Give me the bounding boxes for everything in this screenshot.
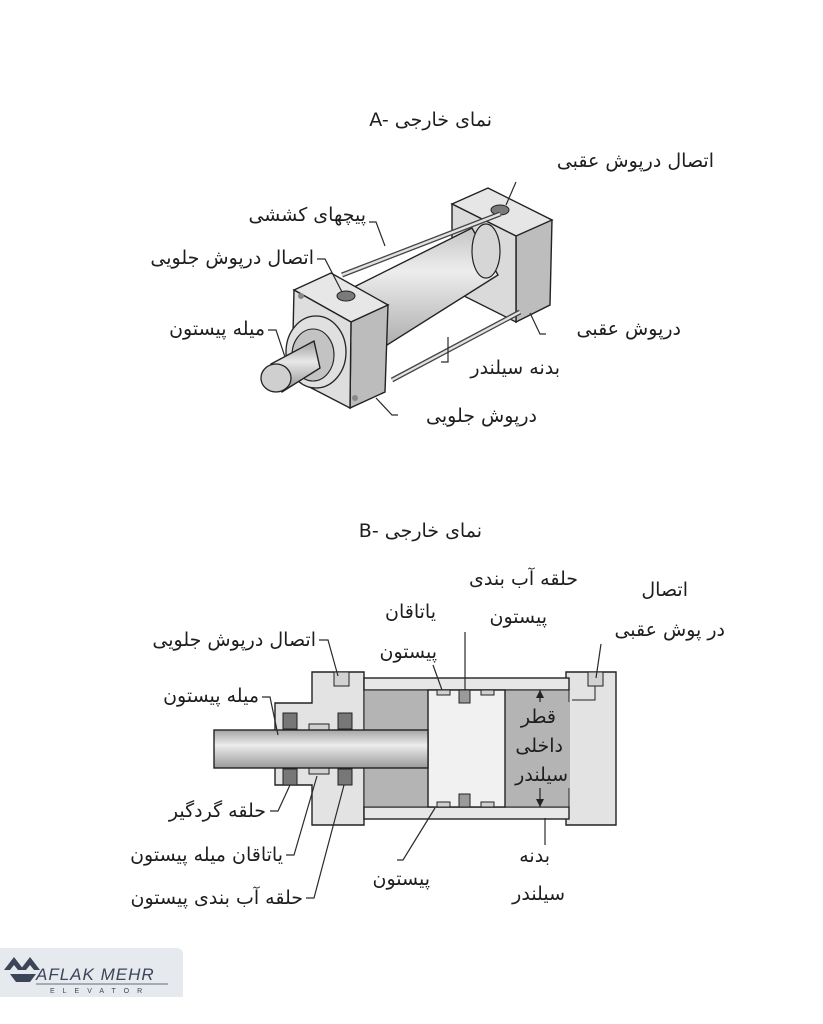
piston-seal-bottom xyxy=(458,793,471,808)
label-bore-2: داخلی xyxy=(515,735,563,757)
aflak-mehr-logo: AFLAK MEHR ELEVATOR xyxy=(0,948,183,997)
wiper-ring-bottom xyxy=(282,768,298,786)
bore-label-backdrop xyxy=(510,702,570,788)
cylinder-b-section xyxy=(213,671,617,826)
cylinder-a-illustration xyxy=(260,187,554,410)
rear-port-passage xyxy=(572,686,596,701)
barrel-end xyxy=(471,223,501,279)
diagram-a: A- نمای خارجی xyxy=(150,109,714,427)
tie-rod-top-inner xyxy=(341,212,501,277)
label-piston: پیستون xyxy=(373,868,430,890)
front-cap-port-hole xyxy=(336,290,356,302)
piston-section xyxy=(427,689,506,808)
logo-brand: AFLAK MEHR xyxy=(35,965,155,984)
tie-rod-bottom-inner xyxy=(391,310,521,382)
label-bore-3: سیلندر xyxy=(514,764,568,786)
rod-seal-top xyxy=(337,712,353,730)
front-cap-bolt xyxy=(352,395,358,401)
piston-rod-end xyxy=(260,363,292,393)
barrel-wall-top xyxy=(363,677,570,691)
label-rear-cap: درپوش عقبی xyxy=(577,318,682,340)
label-bore-1: قطر xyxy=(520,706,556,728)
label-piston-seal-2: پیستون xyxy=(490,606,547,628)
label-tie-rods: پیچهای کششی xyxy=(248,204,366,226)
label-rod-bearing: یاتاقان میله پیستون xyxy=(130,844,283,866)
rear-head-section xyxy=(565,671,617,826)
piston-bearing-top-1 xyxy=(436,689,451,696)
piston-seal-top xyxy=(458,689,471,704)
barrel-wall-bottom xyxy=(363,806,570,820)
label-front-cap-port: اتصال درپوش جلویی xyxy=(150,247,314,269)
diagram-b: B- نمای خارجی xyxy=(130,520,725,909)
label-cylinder-body-a: بدنه سیلندر xyxy=(469,357,560,379)
front-cap-side xyxy=(349,303,389,410)
label-piston-rod-b: میله پیستون xyxy=(163,685,259,707)
diagram-b-leaders xyxy=(262,632,602,899)
label-front-cap-port-b: اتصال درپوش جلویی xyxy=(152,629,316,651)
piston-bearing-bottom-2 xyxy=(480,801,495,808)
logo-sub: ELEVATOR xyxy=(50,988,150,995)
label-piston-bearing-1: یاتاقان xyxy=(385,601,436,623)
rod-bearing-top xyxy=(308,723,330,731)
label-rear-cap-port: اتصال درپوش عقبی xyxy=(557,150,714,172)
diagram-a-title: A- نمای خارجی xyxy=(369,109,492,131)
piston-bearing-bottom-1 xyxy=(436,801,451,808)
label-piston-seal-1: حلقه آب بندی xyxy=(469,566,578,590)
logo-backdrop xyxy=(0,948,183,997)
label-rod-seal: حلقه آب بندی پیستون xyxy=(131,885,303,909)
label-front-cap: درپوش جلویی xyxy=(426,405,537,427)
diagram-b-title: B- نمای خارجی xyxy=(359,520,482,542)
rod-bearing-bottom xyxy=(308,767,330,775)
label-rear-port-1: اتصال xyxy=(641,579,688,601)
logo-mark-icon xyxy=(4,957,40,982)
front-cap-bolt xyxy=(298,293,304,299)
bore-arrow-head-bottom xyxy=(536,799,544,807)
rear-port xyxy=(587,671,604,687)
piston-rod-b xyxy=(213,729,429,769)
rod-seal-bottom xyxy=(337,768,353,786)
rear-cap-port-hole xyxy=(490,204,510,216)
label-wiper-ring: حلقه گردگیر xyxy=(168,799,266,822)
label-body-1: بدنه xyxy=(519,845,550,867)
bore-arrow-head-top xyxy=(536,690,544,698)
label-piston-rod-a: میله پیستون xyxy=(169,318,265,340)
diagram-a-leaders xyxy=(268,181,546,416)
label-piston-bearing-2: پیستون xyxy=(380,641,437,663)
label-body-2: سیلندر xyxy=(511,883,565,905)
wiper-ring-top xyxy=(282,712,298,730)
piston-bearing-top-2 xyxy=(480,689,495,696)
label-rear-port-2: در پوش عقبی xyxy=(614,619,725,641)
front-port xyxy=(333,671,350,687)
